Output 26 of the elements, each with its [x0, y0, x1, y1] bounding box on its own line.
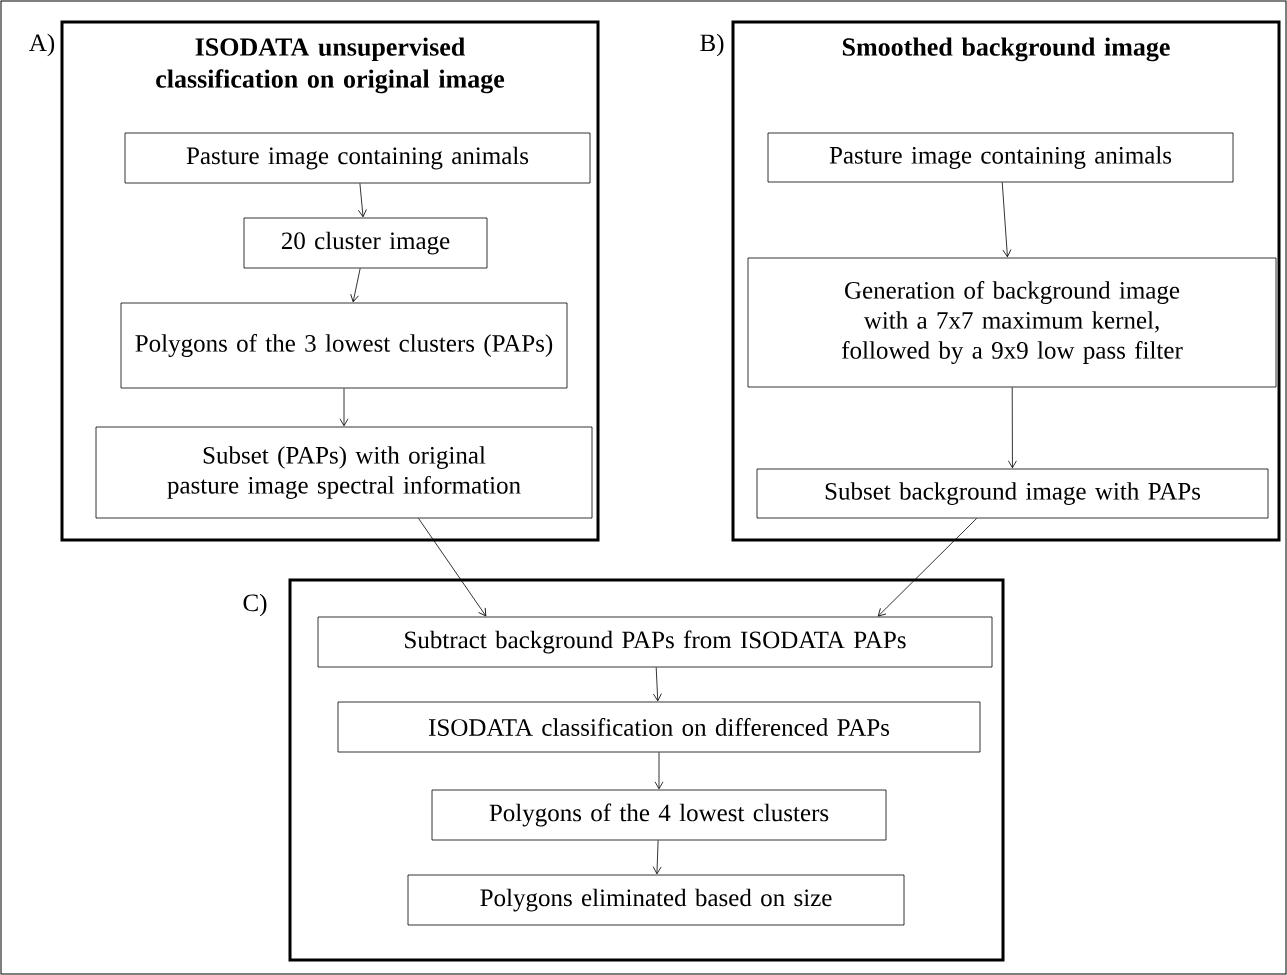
panel-heading: Smoothed background image — [842, 37, 1170, 62]
process-box: Polygons of the 3 lowest clusters (PAPs) — [120, 302, 568, 389]
panel-letter: A) — [29, 33, 55, 57]
arrow — [652, 840, 662, 875]
process-box: Polygons of the 4 lowest clusters — [431, 789, 887, 841]
arrow — [418, 518, 487, 617]
process-box: 20 cluster image — [243, 217, 488, 269]
process-box: Pasture image containing animals — [124, 132, 591, 184]
panel-letter: B) — [700, 33, 724, 57]
process-box: Polygons eliminated based on size — [407, 874, 905, 926]
process-box: Subtract background PAPs from ISODATA PAPs — [317, 616, 993, 668]
process-box: Generation of background image with a 7x7 maximum kernel, followed by a 9x9 low pass filter — [747, 257, 1277, 388]
arrow — [1008, 387, 1017, 469]
arrow — [350, 268, 361, 303]
process-box: Pasture image containing animals — [767, 132, 1234, 183]
panel-heading: ISODATA unsupervised classification on original image — [156, 37, 505, 94]
process-box: ISODATA classification on differenced PAPs — [337, 701, 981, 753]
arrow — [877, 518, 978, 617]
arrow — [358, 183, 367, 218]
arrow — [1001, 182, 1012, 258]
arrow — [653, 667, 662, 702]
process-box: Subset (PAPs) with original pasture image spectral information — [95, 426, 593, 519]
arrow — [339, 388, 349, 427]
process-box: Subset background image with PAPs — [756, 468, 1269, 519]
panel-letter: C) — [243, 593, 267, 617]
arrow — [654, 752, 664, 790]
